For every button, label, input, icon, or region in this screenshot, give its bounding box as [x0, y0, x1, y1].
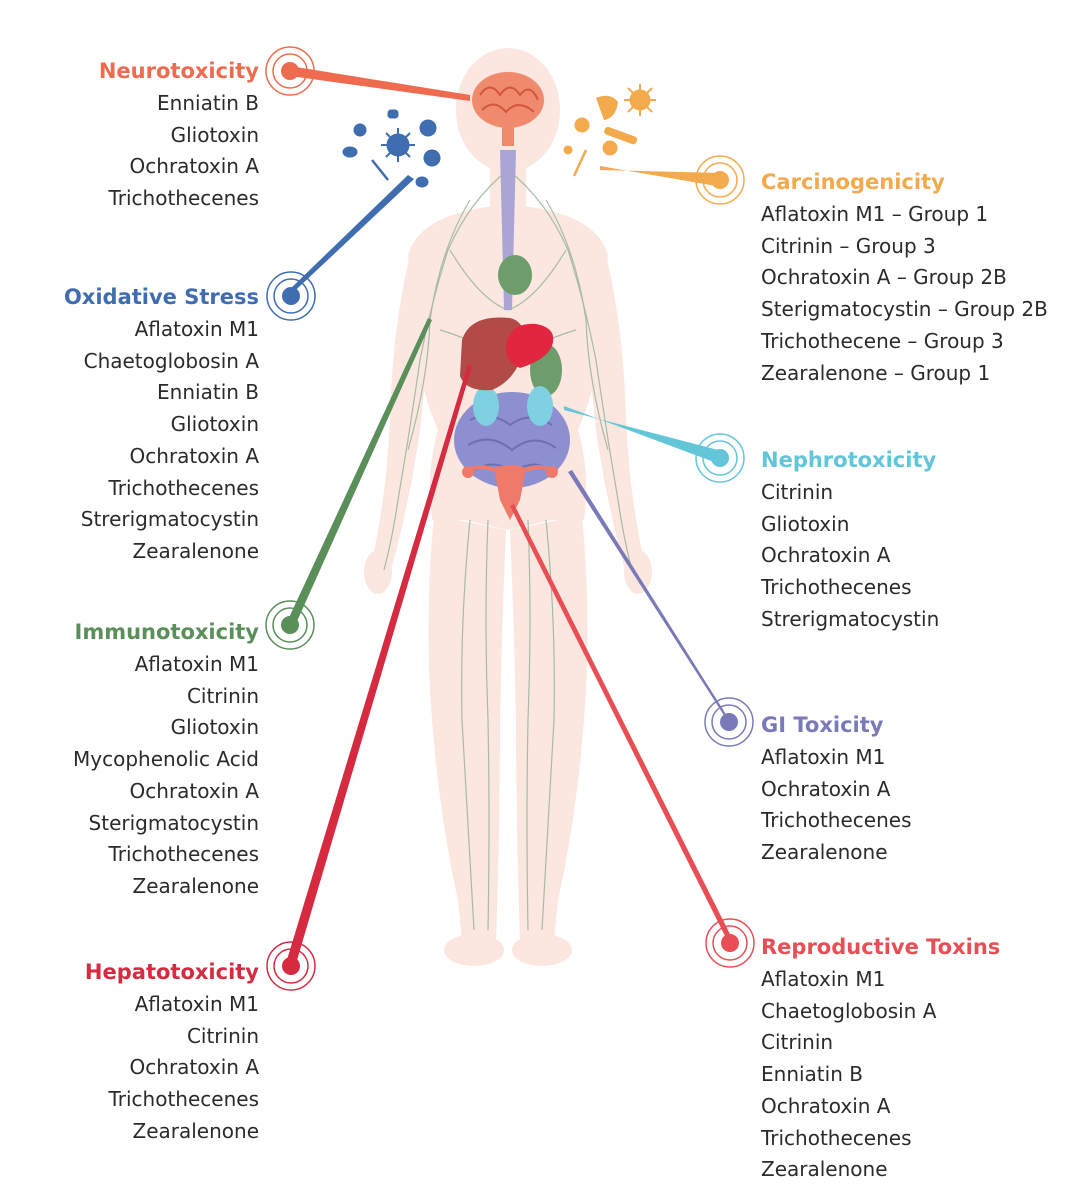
- toxin-item: Trichothecenes: [761, 808, 912, 833]
- lymphatic-lines: [383, 169, 633, 931]
- target-marker-neuro: [265, 46, 315, 96]
- target-marker-gi: [704, 697, 754, 747]
- toxin-item: Citrinin: [761, 480, 834, 504]
- toxin-item: Aflatoxin M1: [761, 745, 886, 769]
- toxin-item: Gliotoxin: [170, 715, 259, 740]
- target-marker-immuno: [265, 600, 315, 650]
- toxin-item: Gliotoxin: [761, 511, 850, 536]
- toxin-item: Ochratoxin A: [761, 776, 891, 801]
- toxin-item: Trichothecenes: [108, 1087, 260, 1112]
- gi-toxicity-title: GI Toxicity: [761, 713, 884, 737]
- toxin-item: Aflatoxin M1 – Group 1: [761, 202, 989, 226]
- toxin-item: Strerigmatocystin: [761, 606, 940, 631]
- toxin-item: Citrinin: [761, 1030, 834, 1055]
- target-marker-repro: [705, 918, 755, 968]
- liver-organ: [460, 317, 525, 391]
- toxin-item: Citrinin: [186, 1023, 259, 1048]
- kidney-organ-left: [473, 386, 499, 426]
- toxin-item: Trichothecenes: [761, 575, 912, 600]
- kidney-organ-right: [527, 386, 553, 426]
- nephrotoxicity-title: Nephrotoxicity: [761, 448, 937, 472]
- virus-icon: [563, 84, 656, 156]
- neurotoxicity-title: Neurotoxicity: [98, 59, 259, 83]
- thyroid-organ: [498, 255, 532, 295]
- toxin-item: Sterigmatocystin – Group 2B: [761, 297, 1048, 322]
- oxidative-stress-title: Oxidative Stress: [63, 285, 259, 309]
- smoking-pipe-icon: [596, 95, 638, 145]
- carcinogenicity-list: Aflatoxin M1 – Group 1 Citrinin – Group 3…: [761, 199, 1048, 389]
- toxin-item: Ochratoxin A: [129, 778, 259, 803]
- toxin-item: Trichothecenes: [108, 475, 260, 500]
- toxin-item: Citrinin – Group 3: [761, 233, 936, 258]
- toxin-item: Mycophenolic Acid: [73, 747, 259, 772]
- toxin-item: Gliotoxin: [170, 412, 259, 437]
- toxin-item: Aflatoxin M1: [134, 317, 259, 341]
- toxin-item: Citrinin: [186, 683, 259, 708]
- microbe-icon: [342, 109, 441, 188]
- toxin-item: Zearalenone: [132, 538, 260, 563]
- toxin-item: Ochratoxin A: [129, 1055, 259, 1080]
- toxin-item: Aflatoxin M1: [134, 652, 259, 676]
- oxidative-stress-list: Aflatoxin M1 Chaetoglobosin A Enniatin B Gl…: [64, 314, 259, 568]
- pointer-lines: [284, 66, 736, 967]
- carcinogenicity-title: Carcinogenicity: [761, 170, 945, 194]
- hepatotoxicity-title: Hepatotoxicity: [84, 960, 259, 984]
- toxin-item: Gliotoxin: [170, 122, 259, 147]
- carcinogenicity-group: Carcinogenicity Aflatoxin M1 – Group 1 Ci…: [761, 167, 1048, 389]
- fork-icon: [371, 159, 389, 181]
- brain-organ: [472, 72, 544, 146]
- target-marker-oxidative: [266, 271, 316, 321]
- target-marker-nephro: [695, 433, 745, 483]
- toxin-item: Zearalenone: [132, 1118, 260, 1143]
- gi-toxicity-group: GI Toxicity Aflatoxin M1 Ochratoxin A Tric…: [761, 710, 912, 869]
- toxin-item: Zearalenone: [761, 1157, 888, 1182]
- toxin-item: Zearalenone: [761, 840, 888, 865]
- toxin-item: Strerigmatocystin: [80, 507, 259, 532]
- uterus-organ: [462, 465, 558, 520]
- fork-icon-orange: [572, 149, 588, 177]
- reproductive-toxins-group: Reproductive Toxins Aflatoxin M1 Chaetogl…: [761, 932, 1000, 1186]
- toxin-item: Aflatoxin M1: [134, 992, 259, 1016]
- heart-organ: [505, 323, 554, 368]
- toxin-item: Trichothecenes: [108, 186, 260, 211]
- target-marker-carcino: [695, 155, 745, 205]
- toxin-item: Ochratoxin A: [129, 443, 259, 468]
- reproductive-toxins-title: Reproductive Toxins: [761, 935, 1001, 959]
- toxin-item: Ochratoxin A: [761, 543, 891, 568]
- toxin-item: Zearalenone – Group 1: [761, 360, 991, 385]
- toxin-item: Trichothecene – Group 3: [761, 328, 1004, 353]
- immunotoxicity-title: Immunotoxicity: [74, 620, 260, 644]
- toxin-item: Ochratoxin A: [761, 1093, 891, 1118]
- toxin-item: Sterigmatocystin: [88, 810, 259, 835]
- toxin-item: Chaetoglobosin A: [83, 348, 259, 373]
- toxin-item: Zearalenone: [132, 873, 260, 898]
- oxidative-stress-group: Oxidative Stress Aflatoxin M1 Chaetoglobo…: [64, 282, 259, 568]
- toxin-item: Trichothecenes: [761, 1125, 912, 1150]
- toxin-item: Enniatin B: [761, 1062, 863, 1087]
- toxin-item: Chaetoglobosin A: [761, 998, 937, 1023]
- toxin-item: Enniatin B: [157, 91, 259, 115]
- toxin-item: Enniatin B: [157, 380, 259, 405]
- toxin-item: Ochratoxin A – Group 2B: [761, 265, 1007, 290]
- toxin-item: Aflatoxin M1: [761, 967, 886, 991]
- target-marker-hepato: [266, 941, 316, 991]
- toxin-item: Ochratoxin A: [129, 154, 259, 179]
- toxin-item: Trichothecenes: [108, 842, 260, 867]
